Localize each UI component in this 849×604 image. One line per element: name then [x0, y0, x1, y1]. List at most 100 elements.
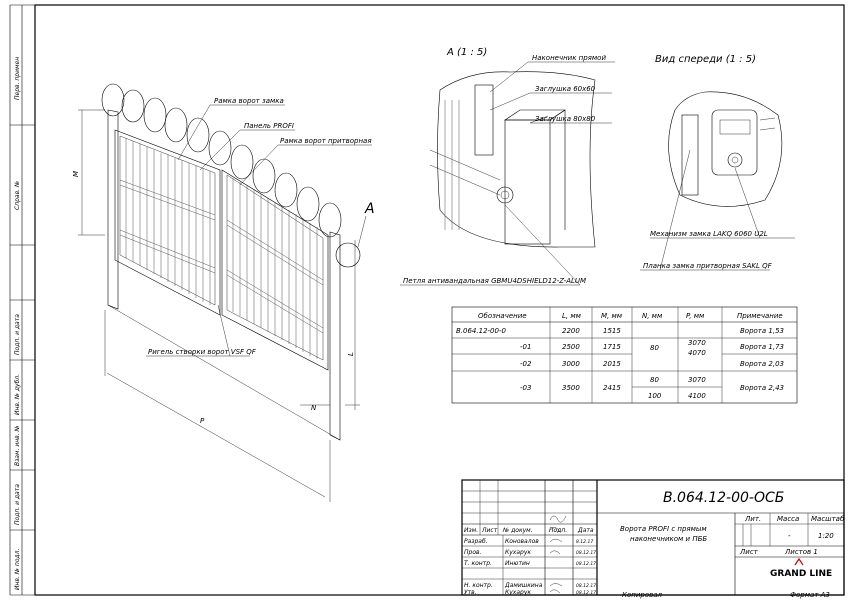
mass-value: - — [788, 532, 791, 540]
callout-bolt: Ригель створки ворот VSF QF — [148, 348, 257, 356]
role-2: Т. контр. — [464, 560, 492, 567]
title-line-0: Ворота PROFI с прямым — [620, 525, 707, 533]
row0-l: 2200 — [562, 327, 580, 335]
side-label-4: Взам. инв. № — [14, 425, 21, 466]
company-logo: GRAND LINE — [770, 557, 832, 579]
mass-label: Масса — [777, 515, 799, 523]
row2-des: -02 — [520, 360, 532, 368]
detail-a: А (1 : 5) Наконечник прямой Заглушка 60х… — [400, 47, 615, 286]
gate-drawing: А — [101, 83, 375, 441]
callout-a: А — [364, 201, 375, 217]
row2-m: 2015 — [603, 360, 621, 368]
dim-l: L — [347, 352, 355, 356]
date-5: 08.12.17 — [576, 590, 596, 596]
role-1: Пров. — [464, 549, 482, 556]
row3-l: 3500 — [562, 384, 580, 392]
col-list: Лист — [481, 527, 498, 534]
callout-cap60: Заглушка 60х60 — [535, 85, 596, 93]
side-stamp: Перв. примен Справ. № Подп. и дата Инв. … — [9, 4, 35, 596]
callout-frame-lock: Рамка ворот замка — [214, 97, 284, 105]
col-date: Дата — [577, 527, 594, 534]
gate-leaf-left — [114, 129, 221, 316]
row0-note: Ворота 1,53 — [740, 327, 784, 335]
th-5: Примечание — [737, 312, 783, 320]
callout-panel: Панель PROFI — [244, 122, 294, 130]
side-label-2: Подп. и дата — [14, 314, 21, 355]
dim-p: Р — [200, 417, 205, 425]
lock-body — [711, 109, 758, 176]
lit-label: Лит. — [744, 515, 761, 523]
side-label-6: Инв. № подл. — [14, 549, 21, 590]
row3-n0: 80 — [650, 376, 659, 384]
callout-hinge: Петля антивандальная GBMU4DSHIELD12-Z-AL… — [403, 277, 586, 285]
row3-n1: 100 — [648, 392, 662, 400]
row3-m: 2415 — [603, 384, 621, 392]
company-name: GRAND LINE — [770, 569, 832, 579]
row0-m: 1515 — [603, 327, 621, 335]
row1-l: 2500 — [562, 343, 580, 351]
name-0: Коновалов — [505, 538, 539, 545]
sheets-label: Листов 1 — [784, 548, 818, 556]
n-merged: 80 — [650, 344, 659, 352]
dim-m: М — [72, 171, 80, 177]
front-view-title: Вид спереди (1 : 5) — [655, 54, 756, 65]
side-label-5: Подп. и дата — [14, 484, 21, 525]
th-0: Обозначение — [478, 312, 527, 320]
main-callouts: Рамка ворот замка Панель PROFI Рамка вор… — [146, 97, 372, 357]
row0-des: В.064.12-00-0 — [456, 327, 506, 335]
role-5: Утв. — [464, 589, 477, 596]
th-3: N, мм — [642, 312, 663, 320]
title-block: В.064.12-00-ОСБ Ворота PROFI с прямым на… — [461, 479, 845, 599]
col-doc: № докум. — [502, 527, 533, 534]
date-4: 08.12.17 — [576, 583, 596, 589]
name-1: Кухарук — [505, 549, 531, 556]
format-label: Формат А3 — [790, 591, 830, 599]
callout-lock-plate: Планка замка притворная SAKL QF — [643, 262, 773, 270]
row1-m: 1715 — [603, 343, 621, 351]
side-label-3: Инв. № дубл. — [14, 374, 21, 415]
callout-cap80: Заглушка 80х80 — [535, 115, 596, 123]
copied-label: Копировал — [622, 591, 663, 599]
row2-note: Ворота 2,03 — [740, 360, 784, 368]
row3-p0: 3070 — [688, 376, 706, 384]
left-post — [107, 109, 119, 310]
detail-a-title: А (1 : 5) — [446, 47, 487, 58]
title-line-1: наконечником и ПББ — [630, 535, 707, 543]
scale-value: 1:20 — [818, 532, 834, 540]
row2-l: 3000 — [562, 360, 580, 368]
date-0: 8.12.17 — [576, 539, 593, 545]
th-2: M, мм — [601, 312, 623, 320]
side-label-1: Справ. № — [14, 181, 21, 210]
sheet-label: Лист — [739, 548, 759, 556]
callout-lock-mech: Механизм замка LAKQ 6060 U2L — [650, 230, 768, 238]
row1-note: Ворота 1,73 — [740, 343, 784, 351]
p-merged-0: 3070 — [688, 339, 706, 347]
th-4: P, мм — [686, 312, 705, 320]
row1-des: -01 — [520, 343, 531, 351]
scale-label: Масштаб — [811, 515, 845, 523]
callout-circle-a — [335, 242, 361, 268]
role-4: Н. контр. — [464, 582, 493, 589]
signatures — [549, 515, 567, 594]
date-1: 08.12.17 — [576, 550, 596, 556]
post-80 — [504, 119, 551, 245]
front-view: Вид спереди (1 : 5) Механизм замка LAKQ … — [640, 54, 795, 271]
p-merged-1: 4070 — [688, 349, 706, 357]
dim-n: N — [311, 404, 317, 412]
role-0: Разраб. — [464, 538, 488, 545]
designation: В.064.12-00-ОСБ — [663, 490, 784, 506]
right-post — [329, 231, 341, 441]
side-label-0: Перв. примен — [14, 57, 21, 100]
col-sign: Подп. — [549, 527, 567, 534]
th-1: L, мм — [562, 312, 582, 320]
callout-tip: Наконечник прямой — [532, 54, 606, 62]
gate-leaf-right — [221, 169, 329, 371]
callout-frame-strike: Рамка ворот притворная — [280, 137, 372, 145]
row3-note: Ворота 2,43 — [740, 384, 784, 392]
row3-des: -03 — [520, 384, 531, 392]
col-izm: Изм. — [464, 527, 478, 534]
dimensions — [78, 109, 360, 502]
name-4: Дамишкина — [504, 582, 543, 589]
row3-p1: 4100 — [688, 392, 706, 400]
name-2: Инютин — [505, 560, 530, 567]
